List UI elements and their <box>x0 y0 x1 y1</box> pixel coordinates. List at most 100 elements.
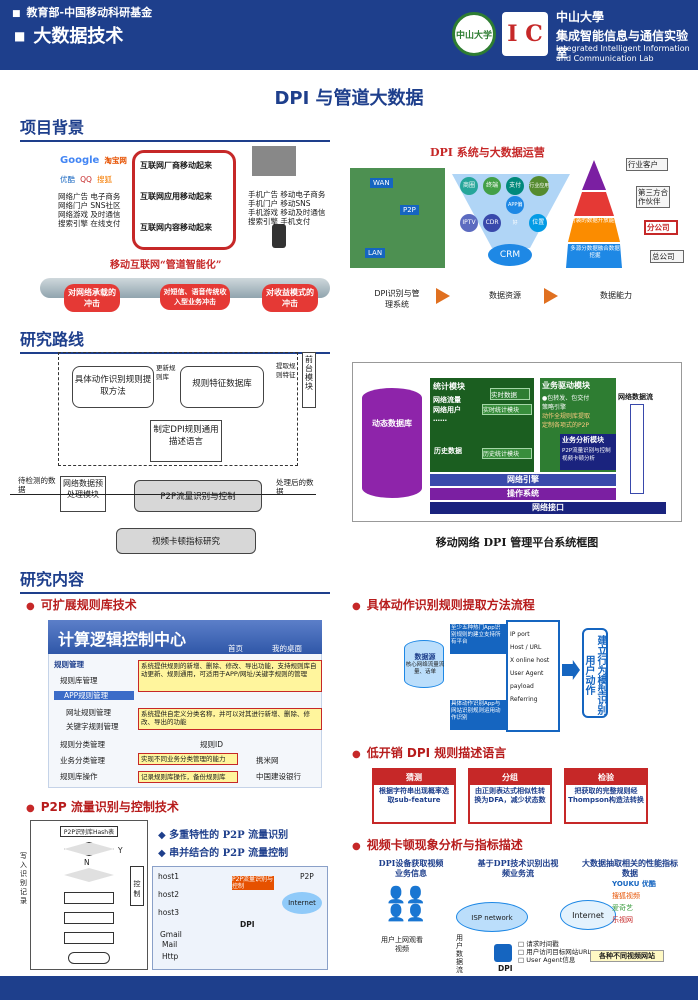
net-flow-arrow <box>630 404 644 494</box>
p2p-control-box: P2P流量识别与控制 <box>134 480 262 512</box>
dpi-device-label: DPI <box>498 964 513 973</box>
analysis-module: 业务分析模块 P2P流量识别与控制 视频卡顿分析 <box>560 434 616 470</box>
head-dpi-identify: 基于DPI技术识别出视频业务流 <box>477 858 559 878</box>
tab-desktop[interactable]: 我的桌面 <box>272 644 302 653</box>
subtitle-low-overhead-lang: 低开销 DPI 规则描述语言 <box>352 744 507 761</box>
bullet-p2p-control: ◆ 串并结合的 P2P 流量控制 <box>158 848 289 859</box>
cell-jingmi: 携米网 <box>256 756 279 765</box>
mail-label: Mail <box>162 940 178 949</box>
pyramid-level-open: 封装的数据开放能力 <box>570 218 620 224</box>
gmail-label: Gmail <box>160 930 182 939</box>
crm-bubbles: 商圈 终端 支付 行业应用 IPTV CDR APP偏好 位置 <box>460 172 570 232</box>
flow-step-2 <box>64 912 114 924</box>
network-interface-bar: 网络接口 <box>430 502 666 514</box>
mobile-business-list: 手机广告 移动电子商务 手机门户 移动SNS 手机游戏 移动及时通信 搜索引擎 … <box>248 190 326 226</box>
flow-yes: Y <box>118 846 123 855</box>
internet-cloud: Internet <box>560 900 616 930</box>
menu-keyword-rule[interactable]: 关键字规则管理 <box>66 722 119 731</box>
feature-field-list <box>506 620 560 732</box>
flow-decision-2 <box>64 868 114 882</box>
rule-extract-box: 具体动作识别规则提取方法 <box>72 366 154 408</box>
p2p-tag: P2P <box>300 872 314 881</box>
label-dpi-system: DPI识别与管理系统 <box>374 289 420 309</box>
data-source-cylinder <box>404 640 444 688</box>
bullet-p2p-identify: ◆ 多重特性的 P2P 流量识别 <box>158 830 289 841</box>
card-verify: 检验 把获取的完整规则经Thompson构造法转换 <box>564 768 648 824</box>
mobile-stack-frame <box>132 150 236 250</box>
video-sites: YOUKU 优酷 搜狐视频 爱奇艺 乐视网 <box>612 880 656 924</box>
menu-url-rule[interactable]: 网址规则管理 <box>66 708 111 717</box>
user-icons: 👤👤👤👤 <box>386 885 426 922</box>
arrow-right-icon <box>544 288 558 304</box>
chip-wan: WAN <box>370 178 393 188</box>
callout-biz-category: 实现不同业务分类管理的能力 <box>138 753 238 765</box>
subtitle-p2p: P2P 流量识别与控制技术 <box>26 798 179 815</box>
pyramid-label-partner: 第三方合作伙伴 <box>636 186 670 208</box>
flow-control: 控制 <box>130 866 144 906</box>
data-pyramid <box>566 160 622 270</box>
rule-db-box: 规则特征数据库 <box>180 366 264 408</box>
behavior-model-box: 建立行为模型识别用户动作 <box>582 628 608 718</box>
label-output-data: 处理后的数据 <box>276 478 314 496</box>
section-title-route: 研究路线 <box>20 326 330 354</box>
flow-step-3 <box>64 932 114 944</box>
data-flow-line <box>10 494 316 495</box>
pyramid-label-industry: 行业客户 <box>626 158 668 171</box>
dpi-platform-caption: 移动网络 DPI 管理平台系统框图 <box>435 536 599 549</box>
phone-icon <box>272 224 286 248</box>
menu-app-rule[interactable]: APP规则管理 <box>54 691 134 700</box>
flow-decision-1 <box>64 842 114 856</box>
menu-biz-category[interactable]: 业务分类管理 <box>60 756 105 765</box>
dpi-ops-title: DPI 系统与大数据运营 <box>430 146 545 159</box>
flow-step-1 <box>64 892 114 904</box>
video-sites-label: 各种不同视频网站 <box>590 950 664 962</box>
internet-cloud: Internet <box>282 892 322 914</box>
impact-traditional: 对短信、语音传统收入型业务冲击 <box>160 284 230 310</box>
os-bar: 操作系统 <box>430 488 616 500</box>
lab-english-name: Integrated Intelligent Information and C… <box>556 44 690 63</box>
http-label: Http <box>162 952 179 961</box>
menu-rule-ops[interactable]: 规则库操作 <box>60 772 98 781</box>
mobile-apps-image <box>252 146 296 176</box>
lab-university-name: 中山大學 <box>556 10 605 24</box>
isp-network-cloud: ISP network <box>456 902 528 932</box>
tab-home[interactable]: 首页 <box>228 644 243 653</box>
university-seal-logo: 中山大学 <box>452 12 496 56</box>
data-source-sub: 核心网络流量流量、话单 <box>405 662 445 675</box>
net-flow-label: 网络数据流 <box>618 393 653 401</box>
ic-lab-logo: I C <box>502 12 548 56</box>
col-header-rule-id: 规则ID <box>200 740 223 749</box>
subtitle-action-rule: 具体动作识别规则提取方法流程 <box>352 596 535 613</box>
users-watch-label: 用户上网观看视频 <box>381 936 423 953</box>
menu-rule-lib[interactable]: 规则库管理 <box>60 676 98 685</box>
callout-custom-category: 系统提供自定义分类名称，并可以对其进行新增、删除、修改、导出的功能 <box>138 708 322 730</box>
data-source-label: 数据源 <box>414 653 436 661</box>
section-title-content: 研究内容 <box>20 566 330 594</box>
pyramid-level-mining: 多源分数据融合数据挖掘 <box>570 246 620 259</box>
rule-module-frame <box>58 352 298 466</box>
mobile-stack-item-3: 互联网内容移动起来 <box>140 223 212 232</box>
history-data: 历史数据 <box>434 447 462 455</box>
menu-rule-category[interactable]: 规则分类管理 <box>60 740 105 749</box>
user-stream-label: 用户数据流 <box>456 934 463 974</box>
menu-rule-manage[interactable]: 规则管理 <box>54 660 84 669</box>
dynamic-db-label: 动态数据库 <box>372 419 412 428</box>
footer-text: 教育部-中国移动科研基金 <box>12 4 153 20</box>
flow-write-record: 写入识别记录 <box>20 852 27 905</box>
label-update-rules: 更新规则库 <box>156 364 176 381</box>
realtime-data: 实时数据 <box>490 388 530 400</box>
internet-logos: Google 淘宝网 优酷 QQ 搜狐 <box>60 155 127 185</box>
subtitle-video-stall: 视频卡顿现象分析与指标描述 <box>352 836 523 853</box>
flow-no: N <box>84 858 90 867</box>
section-title-background: 项目背景 <box>20 114 330 142</box>
flow-end <box>68 952 110 964</box>
label-data-resource: 数据资源 <box>489 291 521 300</box>
p2p-network-diagram <box>152 866 328 970</box>
step-app-rules: 至少五种热门App识别规则的建立支持所有平台 <box>450 624 506 654</box>
chip-p2p: P2P <box>400 205 419 215</box>
flow-hash-table: P2P识别库Hash表 <box>60 826 118 837</box>
rule-language-box: 制定DPI规则通用描述语言 <box>150 420 222 462</box>
mobile-stack-item-2: 互联网应用移动起来 <box>140 192 212 201</box>
head-bigdata: 大数据抽取相关的性能指标数据 <box>582 858 678 878</box>
callout-rule-ops: 记录规则库操作，备份规则库 <box>138 771 238 783</box>
